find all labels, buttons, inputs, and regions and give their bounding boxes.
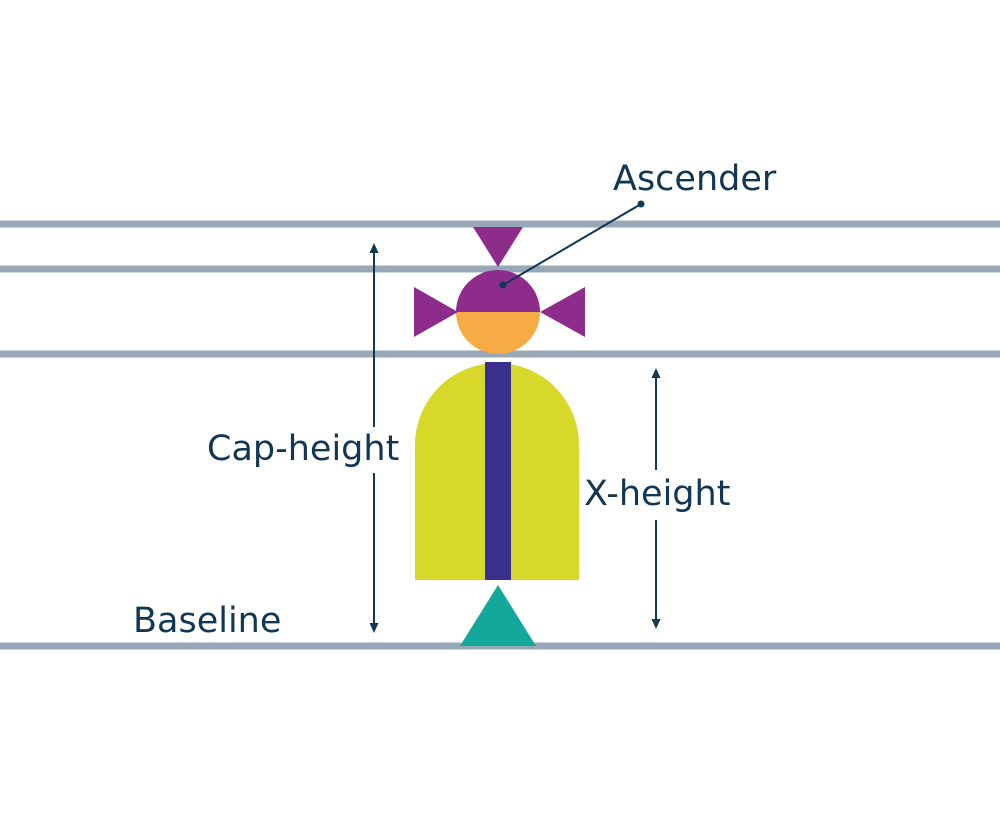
ascender-pointer xyxy=(499,200,645,289)
hat-right-bow xyxy=(540,287,585,337)
x-height-arrow xyxy=(651,368,661,629)
baseline-label: Baseline xyxy=(133,601,282,641)
ascender-label: Ascender xyxy=(613,159,777,199)
foot-triangle xyxy=(460,585,536,646)
face-shape xyxy=(456,312,540,354)
hat-left-bow xyxy=(414,287,458,337)
hat-dome xyxy=(456,270,540,312)
x-height-label: X-height xyxy=(584,474,731,514)
hat-top-triangle xyxy=(473,227,523,267)
cap-height-label: Cap-height xyxy=(207,429,400,469)
cap-height-arrow xyxy=(369,243,379,633)
robe-stripe xyxy=(485,362,511,580)
